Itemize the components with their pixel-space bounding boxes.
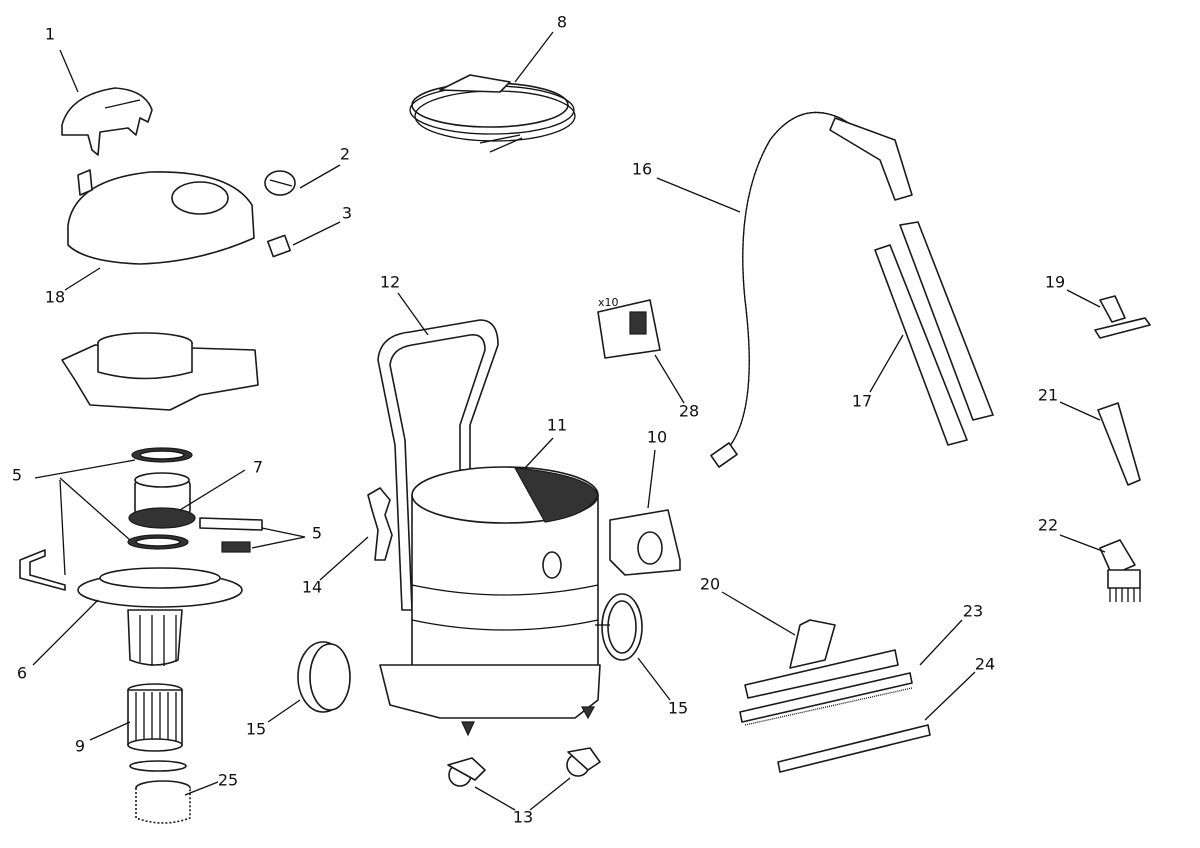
motor-part xyxy=(128,472,196,529)
tank-part xyxy=(379,466,601,719)
callout-9: 9 xyxy=(75,737,85,756)
callout-24: 24 xyxy=(975,655,995,674)
lid-handle-part xyxy=(61,87,153,156)
callout-22: 22 xyxy=(1038,516,1058,535)
wheel-right-part xyxy=(595,593,643,661)
extension-tubes-part xyxy=(874,221,994,446)
callout-17: 17 xyxy=(852,392,872,411)
filter-basket-part xyxy=(77,567,243,666)
switch-part xyxy=(267,234,291,258)
callout-6: 6 xyxy=(17,664,27,683)
hose-part xyxy=(710,111,913,468)
callout-3: 3 xyxy=(342,204,352,223)
callout-2: 2 xyxy=(340,145,350,164)
callout-18: 18 xyxy=(45,288,65,307)
callout-labels: 1 2 3 18 8 16 12 28 19 17 21 11 10 5 7 5… xyxy=(12,13,1065,827)
callout-5-right: 5 xyxy=(312,524,322,543)
callout-1: 1 xyxy=(45,25,55,44)
crevice-tool-part xyxy=(1097,402,1141,486)
cartridge-filter-part xyxy=(127,683,187,772)
callout-23: 23 xyxy=(963,602,983,621)
upholstery-nozzle-part xyxy=(1094,295,1151,339)
dusting-brush-part xyxy=(1099,539,1141,602)
floor-nozzle-part xyxy=(744,619,899,699)
callout-14: 14 xyxy=(302,578,322,597)
castors-part xyxy=(447,706,601,787)
hose-clip-part xyxy=(367,487,393,561)
callout-16: 16 xyxy=(632,160,652,179)
callout-15-left: 15 xyxy=(246,720,266,739)
callout-19: 19 xyxy=(1045,273,1065,292)
power-cord-part xyxy=(409,74,576,153)
leader-lines xyxy=(32,31,1106,811)
foam-filter-part xyxy=(135,780,191,824)
bag-quantity-label: x10 xyxy=(598,296,619,309)
dust-bags-part: x10 xyxy=(597,296,661,359)
callout-25: 25 xyxy=(218,771,238,790)
callout-8: 8 xyxy=(557,13,567,32)
seal-rings-part xyxy=(19,447,263,591)
callout-12: 12 xyxy=(380,273,400,292)
callout-7: 7 xyxy=(253,458,263,477)
motor-head-cover-part xyxy=(67,169,255,265)
callout-15-right: 15 xyxy=(668,699,688,718)
callout-10: 10 xyxy=(647,428,667,447)
push-handle-part xyxy=(377,319,499,611)
callout-5-left: 5 xyxy=(12,466,22,485)
callout-21: 21 xyxy=(1038,386,1058,405)
filter-holder-part xyxy=(609,509,681,576)
callout-13: 13 xyxy=(513,808,533,827)
squeegee-brush-strip-part xyxy=(739,672,913,726)
knob-part xyxy=(264,170,296,196)
callout-11: 11 xyxy=(547,416,567,435)
wheel-left-part xyxy=(297,641,351,713)
motor-housing-part xyxy=(61,332,259,411)
squeegee-rubber-strip-part xyxy=(777,724,931,773)
callout-28: 28 xyxy=(679,402,699,421)
callout-20: 20 xyxy=(700,575,720,594)
